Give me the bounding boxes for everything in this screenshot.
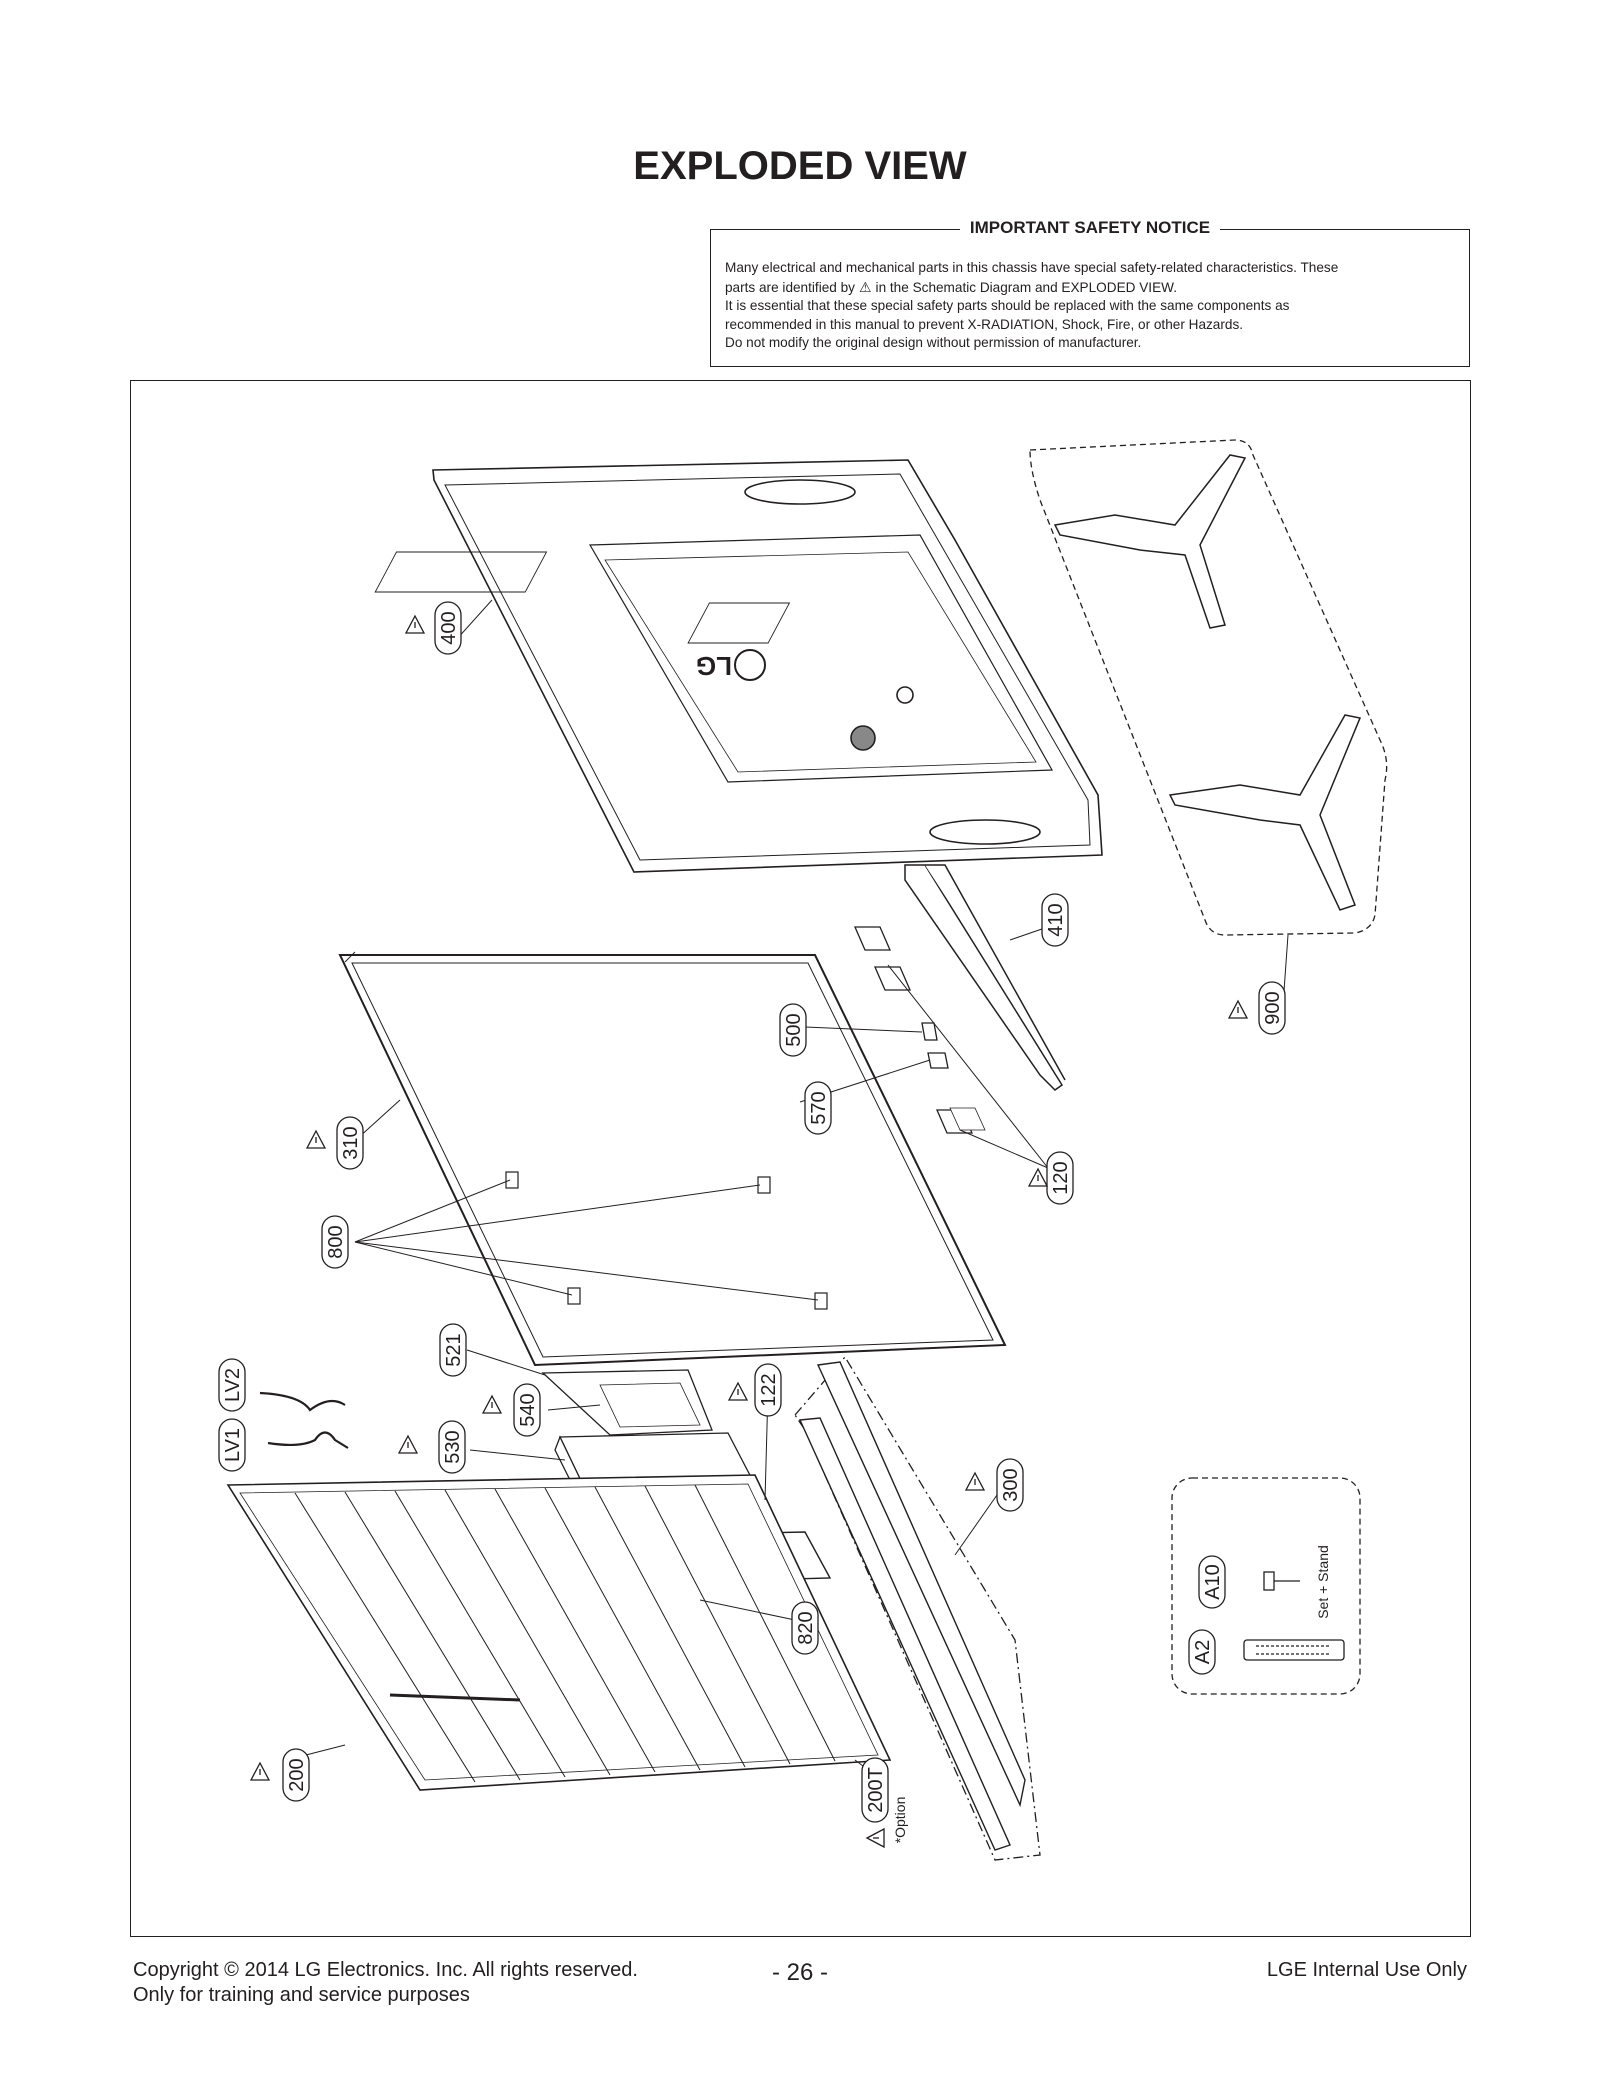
svg-text:500: 500 <box>783 1013 805 1046</box>
callout-900: 900 <box>1258 981 1286 1035</box>
callout-540: 540 <box>513 1383 541 1437</box>
svg-text:200T: 200T <box>865 1767 887 1813</box>
option-note: *Option <box>892 1797 908 1844</box>
stand-group-outline <box>1029 439 1388 936</box>
backlight-strips <box>294 1484 836 1783</box>
middle-frame <box>338 951 1007 1367</box>
callout-200t: 200T <box>861 1757 889 1823</box>
notice-line-4: recommended in this manual to prevent X-… <box>725 316 1244 332</box>
warning-triangle-200t <box>866 1828 885 1848</box>
callout-200: 200 <box>282 1748 310 1802</box>
lvds-cable-on-chassis <box>389 1693 521 1702</box>
svg-text:LV2: LV2 <box>222 1368 244 1402</box>
page-title: EXPLODED VIEW <box>633 144 967 188</box>
svg-text:521: 521 <box>443 1333 465 1366</box>
speaker-bar <box>798 1361 1026 1851</box>
backlight-unit <box>226 1474 892 1791</box>
page-number: - 26 - <box>771 1959 828 1986</box>
callout-570: 570 <box>804 1081 832 1135</box>
svg-text:410: 410 <box>1045 903 1067 936</box>
callout-lv2: LV2 <box>218 1358 246 1412</box>
callout-300: 300 <box>996 1458 1024 1512</box>
screw-a10 <box>1263 1571 1300 1591</box>
cables <box>259 1391 349 1449</box>
callout-a2: A2 <box>1188 1629 1216 1675</box>
svg-text:200: 200 <box>286 1758 308 1791</box>
callout-120: 120 <box>1046 1151 1074 1205</box>
stand-leg-upper <box>1053 454 1247 629</box>
warning-triangle-icon: ⚠ <box>858 278 872 295</box>
bracket-410 <box>904 864 1066 1091</box>
svg-text:570: 570 <box>808 1091 830 1124</box>
svg-text:800: 800 <box>325 1225 347 1258</box>
safety-notice-text: Many electrical and mechanical parts in … <box>725 259 1455 353</box>
accessories-group-outline <box>1171 1477 1361 1695</box>
part-570 <box>927 1052 949 1069</box>
drawing-frame <box>130 380 1471 1937</box>
callout-500: 500 <box>779 1003 807 1057</box>
svg-text:400: 400 <box>438 611 460 644</box>
remote-control <box>1243 1639 1345 1661</box>
lg-logo: LG <box>696 649 766 681</box>
callout-521: 521 <box>439 1323 467 1377</box>
footer-copyright: Copyright © 2014 LG Electronics. Inc. Al… <box>133 1958 638 2008</box>
set-stand-note: Set + Stand <box>1315 1545 1331 1619</box>
svg-text:900: 900 <box>1262 991 1284 1024</box>
svg-text:A10: A10 <box>1202 1564 1224 1600</box>
svg-text:300: 300 <box>1000 1468 1022 1501</box>
callout-820: 820 <box>791 1601 819 1655</box>
internal-use-label: LGE Internal Use Only <box>1266 1959 1467 1981</box>
callout-530: 530 <box>438 1420 466 1474</box>
part-500 <box>921 1022 938 1041</box>
safety-notice-box: IMPORTANT SAFETY NOTICE Many electrical … <box>710 218 1470 367</box>
svg-text:530: 530 <box>442 1430 464 1463</box>
notice-line-2b: in the Schematic Diagram and EXPLODED VI… <box>875 279 1177 295</box>
notice-line-3: It is essential that these special safet… <box>725 298 1290 313</box>
main-board <box>541 1369 713 1436</box>
callout-310: 310 <box>336 1116 364 1170</box>
svg-text:LV1: LV1 <box>222 1428 244 1462</box>
speaker-group-outline <box>794 1355 1041 1861</box>
callout-800: 800 <box>321 1215 349 1269</box>
callout-410: 410 <box>1041 893 1069 947</box>
training-text: Only for training and service purposes <box>133 1984 470 2006</box>
svg-text:A2: A2 <box>1192 1640 1214 1664</box>
clips-120 <box>854 926 986 1134</box>
panel-screws <box>505 1171 828 1310</box>
svg-text:LG: LG <box>696 651 732 681</box>
callout-lv1: LV1 <box>218 1418 246 1472</box>
copyright-text: Copyright © 2014 LG Electronics. Inc. Al… <box>133 1959 638 1981</box>
callout-122: 122 <box>754 1363 782 1417</box>
svg-text:120: 120 <box>1050 1161 1072 1194</box>
notice-line-5: Do not modify the original design withou… <box>725 335 1142 350</box>
svg-text:122: 122 <box>758 1373 780 1406</box>
svg-text:820: 820 <box>795 1611 817 1644</box>
callout-a10: A10 <box>1198 1555 1226 1609</box>
safety-notice-heading: IMPORTANT SAFETY NOTICE <box>959 218 1221 237</box>
svg-text:540: 540 <box>517 1393 539 1426</box>
svg-text:310: 310 <box>340 1126 362 1159</box>
notice-line-2a: parts are identified by <box>725 279 855 295</box>
notice-line-1: Many electrical and mechanical parts in … <box>725 260 1339 275</box>
back-cover <box>374 459 1103 873</box>
callout-400: 400 <box>434 601 462 655</box>
stand-leg-lower <box>1168 714 1362 911</box>
